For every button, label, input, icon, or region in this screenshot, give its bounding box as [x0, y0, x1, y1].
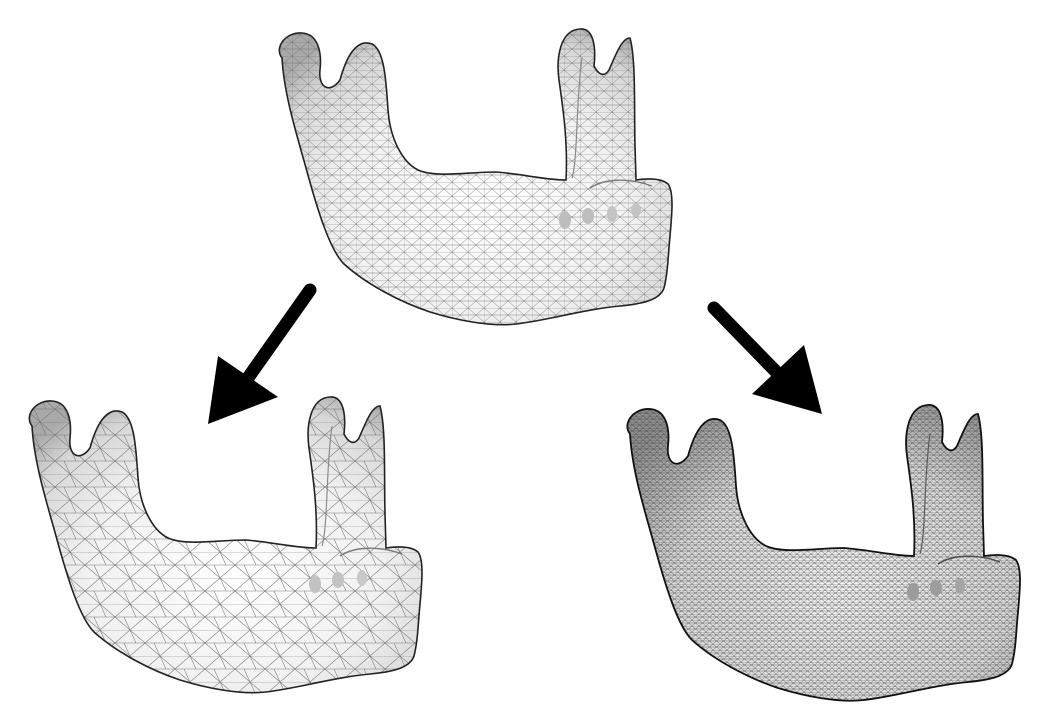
coarse-mandible-mesh	[28, 396, 423, 694]
fine-mandible-mesh	[626, 404, 1021, 702]
arrow-to-fine	[707, 301, 822, 414]
arrow-to-coarse	[208, 283, 317, 424]
original-mandible-mesh	[278, 28, 673, 326]
